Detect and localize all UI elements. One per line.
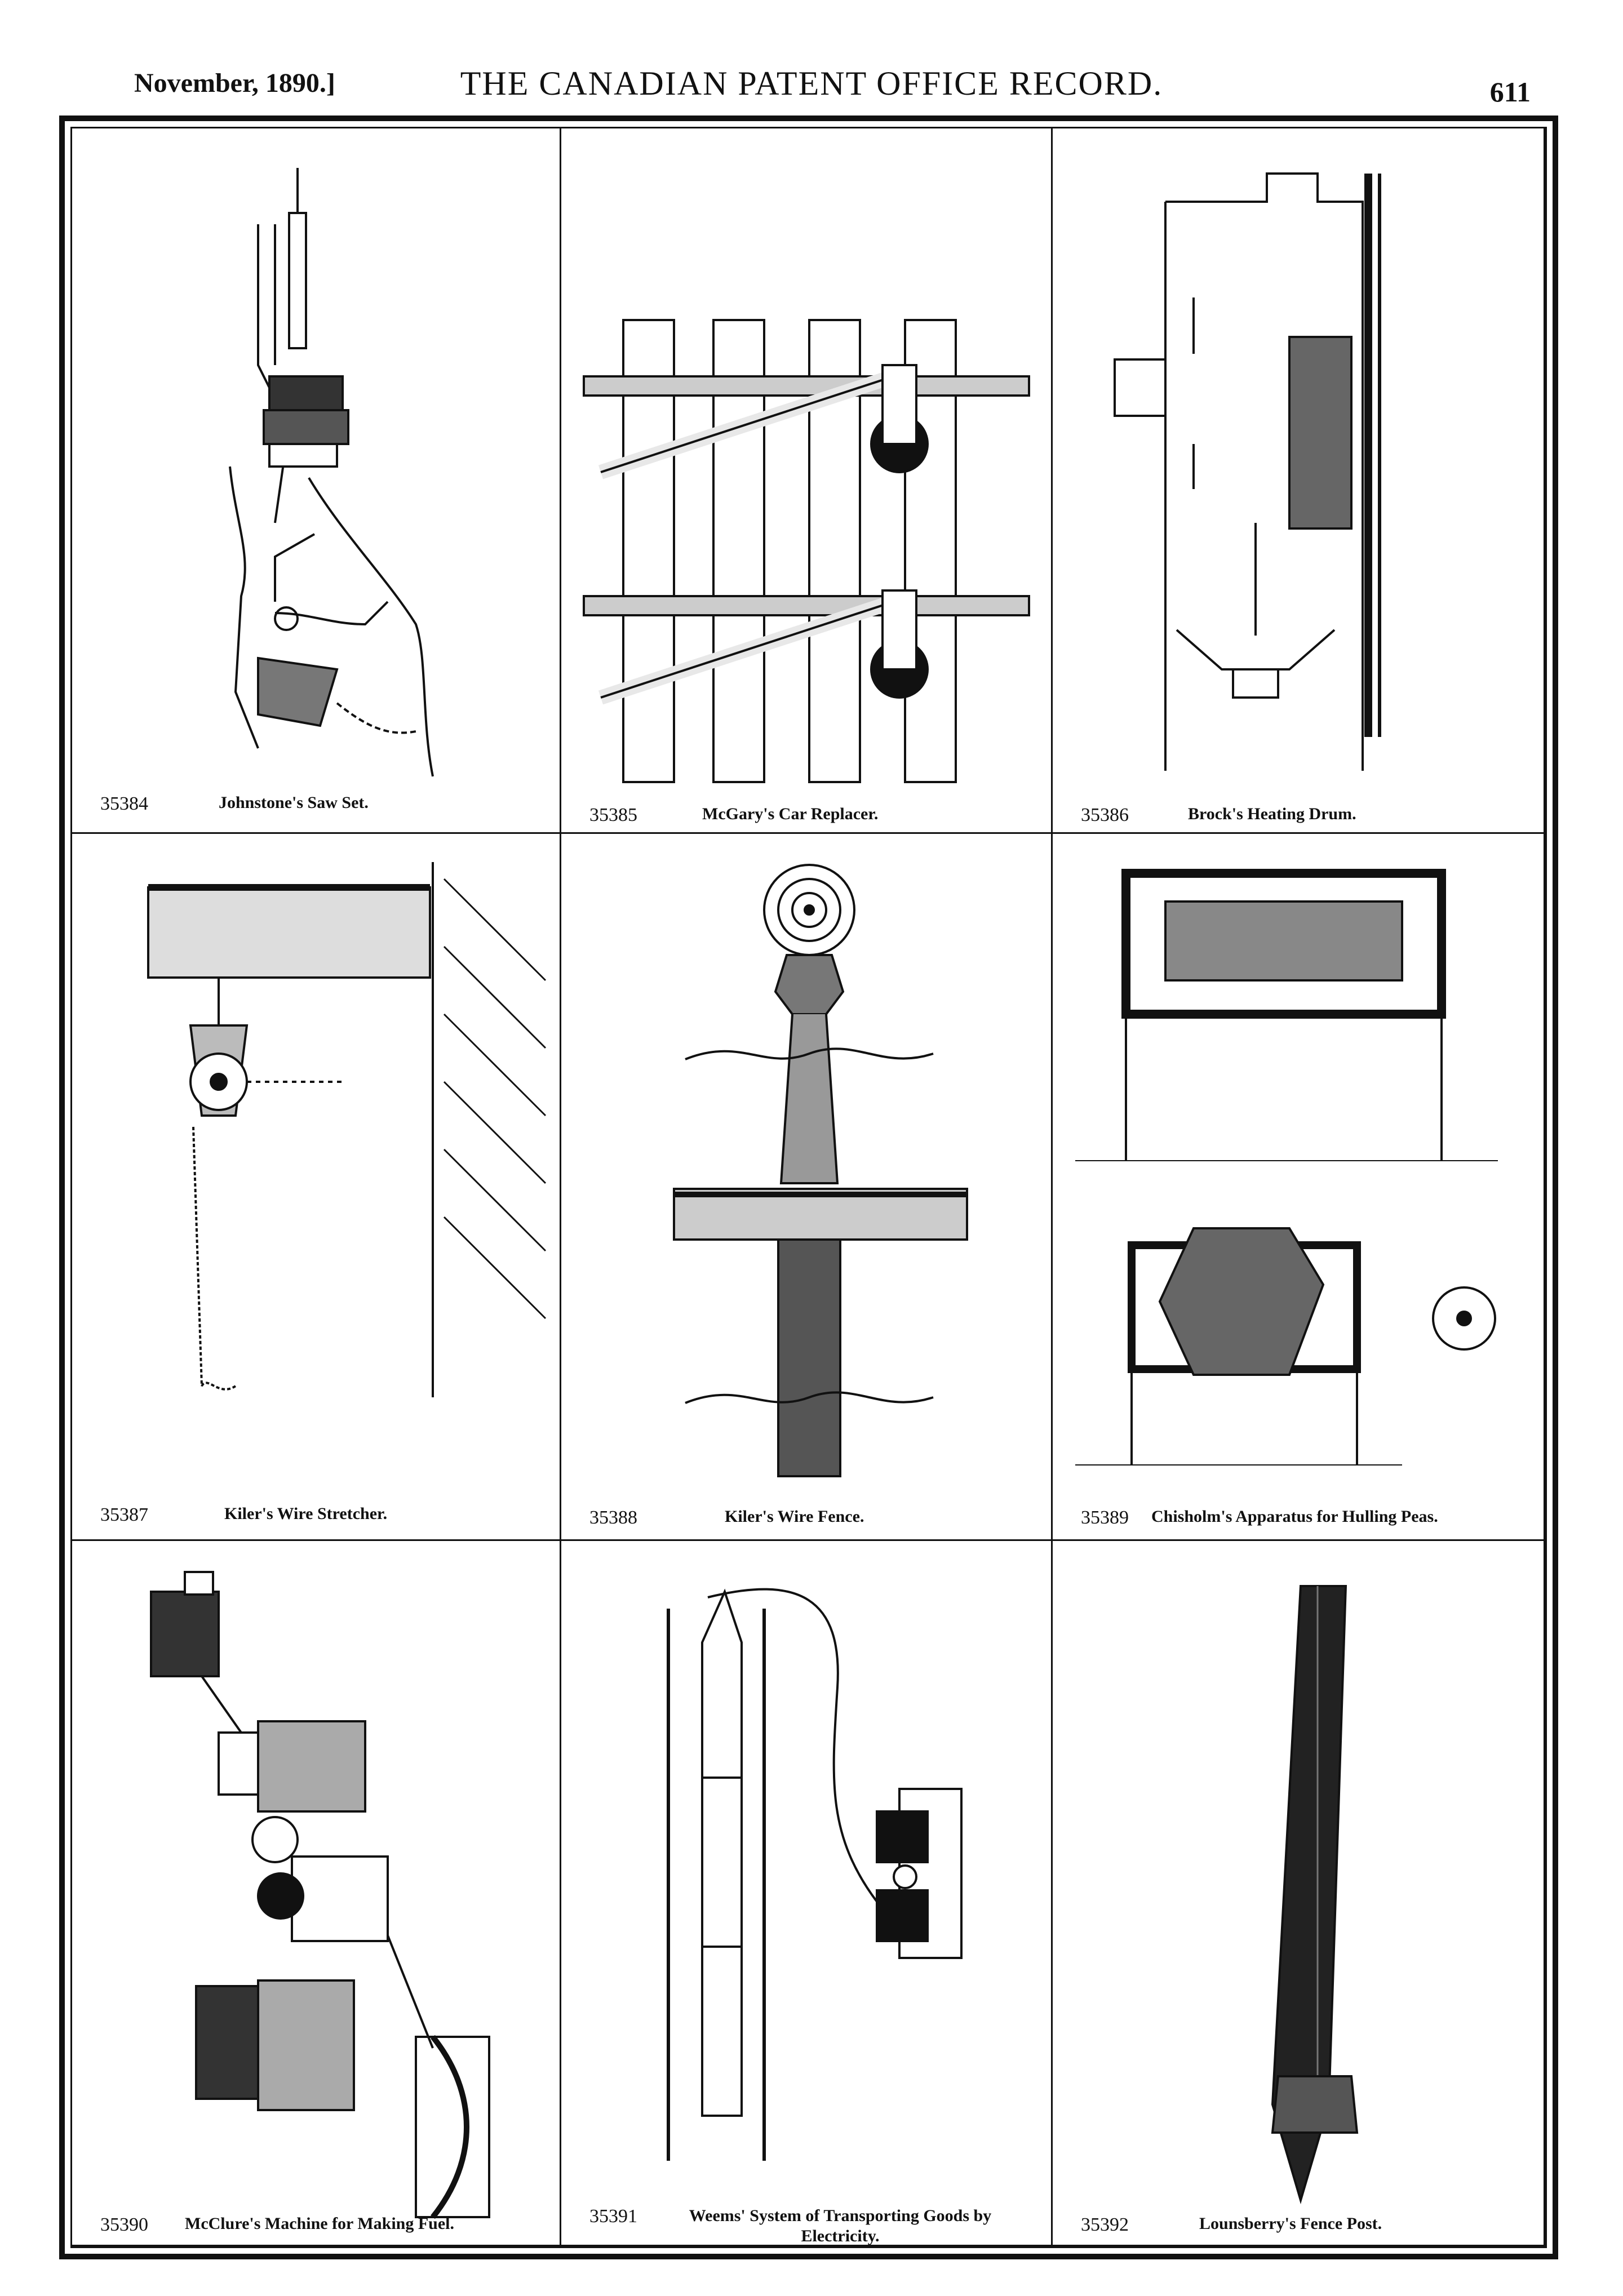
publication-title: THE CANADIAN PATENT OFFICE RECORD. xyxy=(460,65,1163,102)
page-header: November, 1890.] THE CANADIAN PATENT OFF… xyxy=(0,65,1623,118)
heating-drum-drawing xyxy=(1114,172,1381,771)
patent-title: Chisholm's Apparatus for Hulling Peas. xyxy=(1151,1507,1438,1526)
patent-number: 35389 xyxy=(1081,1507,1129,1528)
issue-date: November, 1890.] xyxy=(134,68,335,98)
figure-cell-fuel-machine: 35390 McClure's Machine for Making Fuel. xyxy=(72,1541,561,2246)
patent-number: 35388 xyxy=(589,1507,637,1528)
figure-cell-saw-set: 35384 Johnstone's Saw Set. xyxy=(72,128,561,834)
figure-cell-fence-post: 35392 Lounsberry's Fence Post. xyxy=(1053,1541,1545,2246)
patent-figure-grid: 35384 Johnstone's Saw Set. xyxy=(72,128,1545,2246)
patent-title: Kiler's Wire Fence. xyxy=(725,1507,864,1526)
patent-number: 35385 xyxy=(589,805,637,825)
saw-set-drawing xyxy=(229,168,434,777)
patent-title: Kiler's Wire Stretcher. xyxy=(224,1504,388,1523)
outer-frame xyxy=(59,116,1558,2259)
patent-title: Weems' System of Transporting Goods by E… xyxy=(689,2206,992,2245)
patent-number: 35387 xyxy=(100,1504,148,1525)
patent-title: McClure's Machine for Making Fuel. xyxy=(185,2214,455,2233)
figure-cell-electric-transport: 35391 Weems' System of Transporting Good… xyxy=(561,1541,1053,2246)
patent-number: 35384 xyxy=(100,793,148,814)
patent-number: 35392 xyxy=(1081,2214,1129,2235)
patent-title: Johnstone's Saw Set. xyxy=(219,793,369,812)
patent-title: Lounsberry's Fence Post. xyxy=(1199,2214,1382,2233)
figure-cell-wire-stretcher: 35387 Kiler's Wire Stretcher. xyxy=(72,834,561,1541)
electric-transport-drawing xyxy=(667,1588,963,2161)
fuel-machine-drawing xyxy=(150,1571,490,2219)
wire-stretcher-drawing xyxy=(147,862,547,1397)
patent-number: 35386 xyxy=(1081,805,1129,825)
figure-cell-wire-fence: 35388 Kiler's Wire Fence. xyxy=(561,834,1053,1541)
figure-cell-heating-drum: 35386 Brock's Heating Drum. xyxy=(1053,128,1545,834)
patent-number: 35390 xyxy=(100,2214,148,2235)
wire-fence-drawing xyxy=(673,864,968,1477)
patent-title: McGary's Car Replacer. xyxy=(702,805,879,823)
car-replacer-drawing xyxy=(583,319,1030,783)
patent-number: 35391 xyxy=(589,2206,637,2227)
patent-title: Brock's Heating Drum. xyxy=(1188,805,1356,823)
figure-cell-car-replacer: 35385 McGary's Car Replacer. xyxy=(561,128,1053,834)
page-number: 611 xyxy=(1489,76,1531,108)
hulling-peas-drawing xyxy=(1075,869,1498,1465)
fence-post-drawing xyxy=(1271,1585,1359,2205)
inner-frame xyxy=(70,127,1547,2248)
figure-cell-hulling-peas: 35389 Chisholm's Apparatus for Hulling P… xyxy=(1053,834,1545,1541)
